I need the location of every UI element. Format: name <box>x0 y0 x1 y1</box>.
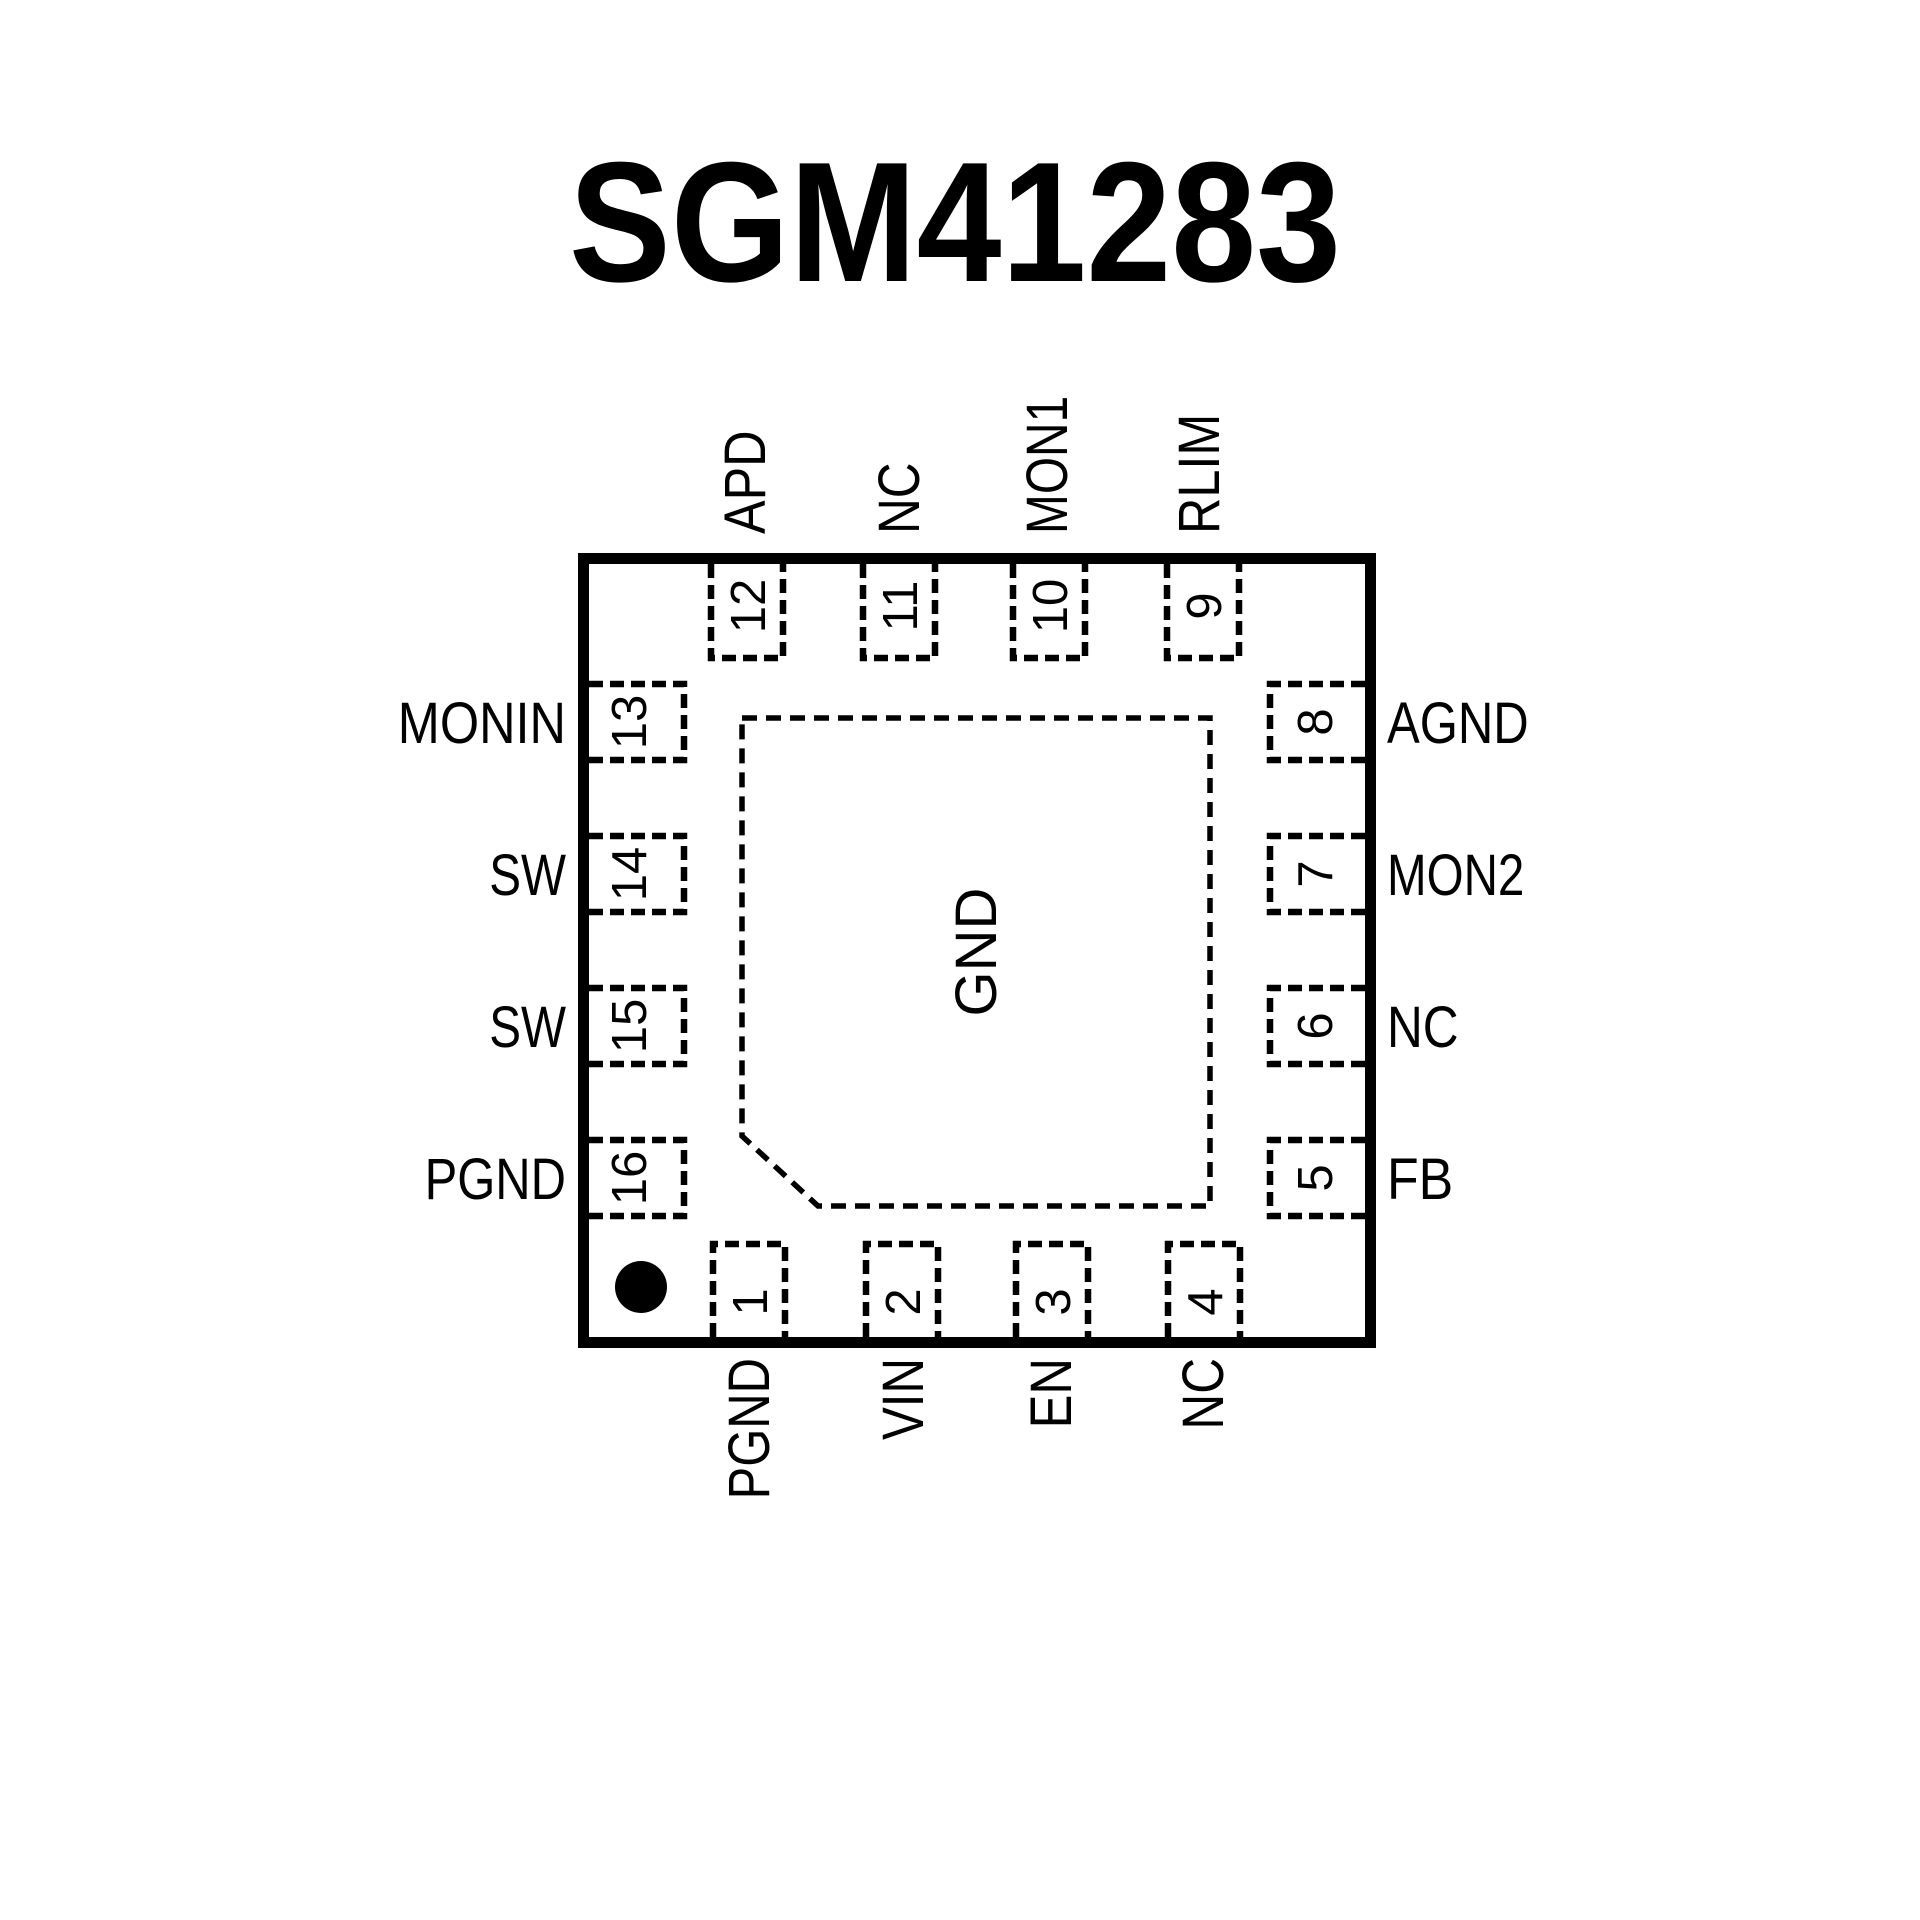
svg-text:9: 9 <box>1178 592 1232 619</box>
svg-text:SGM41283: SGM41283 <box>569 127 1341 318</box>
svg-text:2: 2 <box>877 1288 931 1315</box>
svg-text:5: 5 <box>1289 1164 1343 1191</box>
svg-text:1: 1 <box>724 1288 778 1315</box>
svg-text:8: 8 <box>1289 708 1343 735</box>
svg-text:RLIM: RLIM <box>1167 414 1232 534</box>
svg-text:EN: EN <box>1019 1358 1084 1428</box>
svg-text:PGND: PGND <box>717 1358 782 1499</box>
svg-text:SW: SW <box>489 996 566 1060</box>
svg-text:10: 10 <box>1024 579 1078 634</box>
svg-text:NC: NC <box>1387 995 1459 1059</box>
svg-text:16: 16 <box>603 1151 657 1206</box>
svg-text:VIN: VIN <box>871 1358 936 1440</box>
svg-text:12: 12 <box>722 579 776 634</box>
svg-text:11: 11 <box>874 581 928 632</box>
svg-text:FB: FB <box>1387 1146 1453 1211</box>
svg-text:GND: GND <box>944 888 1009 1017</box>
svg-text:NC: NC <box>867 462 931 534</box>
svg-text:AGND: AGND <box>1387 691 1529 756</box>
svg-text:6: 6 <box>1289 1012 1343 1039</box>
svg-text:PGND: PGND <box>425 1147 566 1212</box>
svg-text:3: 3 <box>1027 1288 1081 1315</box>
svg-text:14: 14 <box>603 847 657 902</box>
svg-text:MONIN: MONIN <box>398 691 566 756</box>
svg-text:7: 7 <box>1289 860 1343 887</box>
svg-text:15: 15 <box>603 999 657 1054</box>
svg-text:NC: NC <box>1171 1358 1235 1430</box>
svg-text:MON1: MON1 <box>1016 396 1080 534</box>
svg-text:APD: APD <box>713 430 778 534</box>
svg-text:4: 4 <box>1179 1288 1233 1315</box>
svg-text:MON2: MON2 <box>1387 844 1524 909</box>
svg-text:13: 13 <box>603 695 657 750</box>
svg-text:SW: SW <box>489 844 566 908</box>
